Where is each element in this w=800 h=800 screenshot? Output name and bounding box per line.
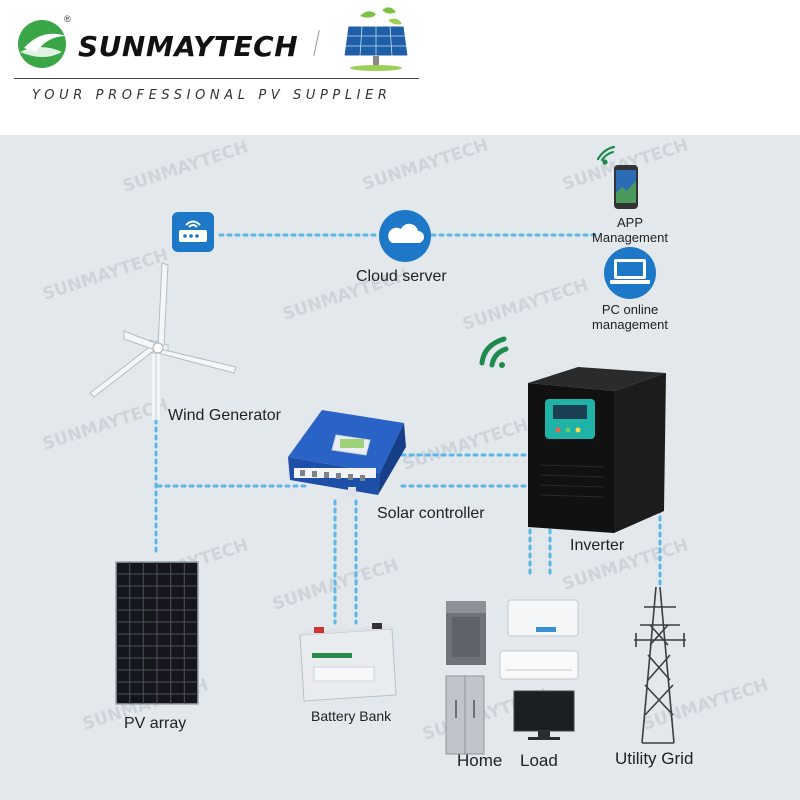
brand-logo-icon xyxy=(18,20,66,68)
solar-controller-label: Solar controller xyxy=(377,505,485,522)
utility-grid-label: Utility Grid xyxy=(615,749,694,768)
registered-mark: ® xyxy=(64,14,71,24)
app-management-label-line2: Management xyxy=(592,230,668,245)
pc-online-label-line1: PC online xyxy=(601,302,659,317)
wind-turbine-icon xyxy=(89,262,237,420)
pv-array-label: PV array xyxy=(124,715,187,732)
app-management-label-line1: APP xyxy=(616,215,643,230)
inverter-label: Inverter xyxy=(570,537,625,554)
router-icon xyxy=(172,212,214,252)
phone-icon xyxy=(614,165,638,209)
transmission-tower-icon xyxy=(634,586,686,744)
tagline: YOUR PROFESSIONAL PV SUPPLIER xyxy=(32,88,392,103)
load-label: Load xyxy=(520,751,558,770)
wind-generator-label: Wind Generator xyxy=(168,407,281,424)
wifi-icon xyxy=(596,145,616,165)
tv-icon xyxy=(513,690,575,740)
refrigerator-icon xyxy=(445,675,485,755)
brand-name: SUNMAYTECH xyxy=(78,30,299,63)
header-divider xyxy=(313,30,320,56)
solar-panel-icon xyxy=(115,561,199,705)
washing-machine-icon xyxy=(446,601,486,665)
cloud-icon xyxy=(379,210,431,262)
laptop-icon xyxy=(604,247,656,299)
app-management-label: APP Management xyxy=(584,215,676,245)
header-rule xyxy=(14,78,419,79)
header: ® SUNMAYTECH YOUR PROFESSIONAL PV SUPPLI… xyxy=(0,0,800,135)
diagram-graphics xyxy=(89,145,686,755)
solar-panel-logo-icon xyxy=(343,7,409,71)
cloud-server-label: Cloud server xyxy=(356,268,447,285)
solar-controller-icon xyxy=(288,410,406,497)
pc-online-management-label: PC online management xyxy=(584,302,676,332)
battery-icon xyxy=(299,623,397,702)
inverter-icon xyxy=(528,367,666,533)
pc-online-label-line2: management xyxy=(592,317,668,332)
home-label: Home xyxy=(457,751,503,770)
inverter-wifi-icon xyxy=(479,336,509,368)
system-diagram: SUNMAYTECH SUNMAYTECH SUNMAYTECH SUNMAYT… xyxy=(0,135,800,800)
air-conditioner-icon xyxy=(499,599,579,680)
battery-bank-label: Battery Bank xyxy=(311,708,392,724)
